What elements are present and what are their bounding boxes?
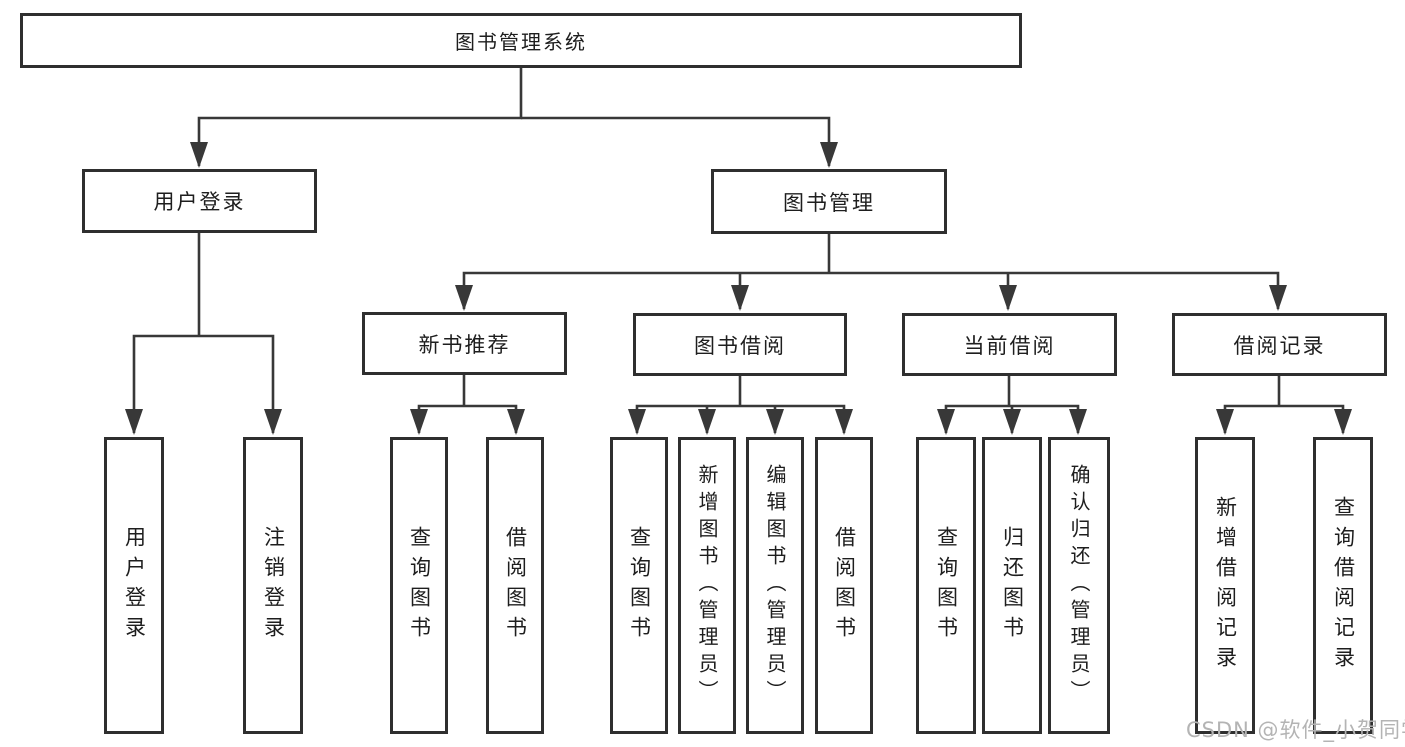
leaf-logout: 注销登录 bbox=[243, 437, 303, 734]
arrowheads bbox=[125, 142, 1352, 435]
leaf-query-books-recommend: 查询图书 bbox=[390, 437, 448, 734]
leaf-add-books-admin: 新增图书（管理员） bbox=[678, 437, 736, 734]
connector-root-to-user-login bbox=[197, 68, 523, 166]
node-label: 图书管理 bbox=[783, 190, 875, 215]
node-label: 注销登录 bbox=[261, 525, 286, 646]
node-book-borrow: 图书借阅 bbox=[633, 313, 847, 376]
node-label: 查询图书 bbox=[934, 525, 959, 646]
node-label: 新增借阅记录 bbox=[1213, 495, 1238, 676]
leaf-add-borrow-record: 新增借阅记录 bbox=[1195, 437, 1255, 734]
node-label: 新增图书（管理员） bbox=[695, 464, 719, 707]
node-label: 用户登录 bbox=[122, 525, 147, 646]
connector-level3-rail bbox=[462, 271, 1280, 309]
leaf-confirm-return-admin: 确认归还（管理员） bbox=[1048, 437, 1110, 734]
node-new-book-recommend: 新书推荐 bbox=[362, 312, 567, 375]
csdn-watermark: CSDN @软件_小贺同学 bbox=[1186, 718, 1405, 742]
leaf-borrow-books-recommend: 借阅图书 bbox=[486, 437, 544, 734]
leaf-query-books-current: 查询图书 bbox=[916, 437, 976, 734]
node-label: 图书管理系统 bbox=[455, 30, 587, 54]
leaf-edit-books-admin: 编辑图书（管理员） bbox=[746, 437, 804, 734]
leaf-borrow-books: 借阅图书 bbox=[815, 437, 873, 734]
node-label: 用户登录 bbox=[153, 190, 246, 214]
node-label: 归还图书 bbox=[1000, 525, 1025, 646]
node-label: 确认归还（管理员） bbox=[1067, 464, 1091, 707]
node-label: 查询借阅记录 bbox=[1331, 495, 1356, 676]
node-label: 查询图书 bbox=[407, 525, 432, 646]
node-label: 当前借阅 bbox=[963, 333, 1056, 358]
leaf-query-borrow-record: 查询借阅记录 bbox=[1313, 437, 1373, 734]
node-label: 图书借阅 bbox=[694, 333, 786, 358]
node-label: 查询图书 bbox=[627, 525, 652, 646]
node-label: 编辑图书（管理员） bbox=[763, 464, 787, 707]
leaf-query-books-borrow: 查询图书 bbox=[610, 437, 668, 734]
connector-new-book-rail bbox=[417, 404, 518, 433]
node-label: 借阅图书 bbox=[503, 525, 528, 646]
node-borrow-records: 借阅记录 bbox=[1172, 313, 1387, 376]
leaf-user-login: 用户登录 bbox=[104, 437, 164, 734]
node-label: 新书推荐 bbox=[418, 332, 511, 357]
leaf-return-books: 归还图书 bbox=[982, 437, 1042, 734]
node-library-management-system: 图书管理系统 bbox=[20, 13, 1022, 68]
connector-book-borrow-rail bbox=[635, 404, 846, 433]
connector-records-rail bbox=[1223, 404, 1345, 433]
node-label: 借阅记录 bbox=[1233, 333, 1326, 358]
connector-user-login-rail bbox=[132, 334, 275, 433]
node-current-borrow: 当前借阅 bbox=[902, 313, 1117, 376]
node-user-login: 用户登录 bbox=[82, 169, 317, 233]
node-book-management: 图书管理 bbox=[711, 169, 947, 234]
connector-root-to-book-management bbox=[521, 116, 831, 166]
node-label: 借阅图书 bbox=[832, 525, 857, 646]
